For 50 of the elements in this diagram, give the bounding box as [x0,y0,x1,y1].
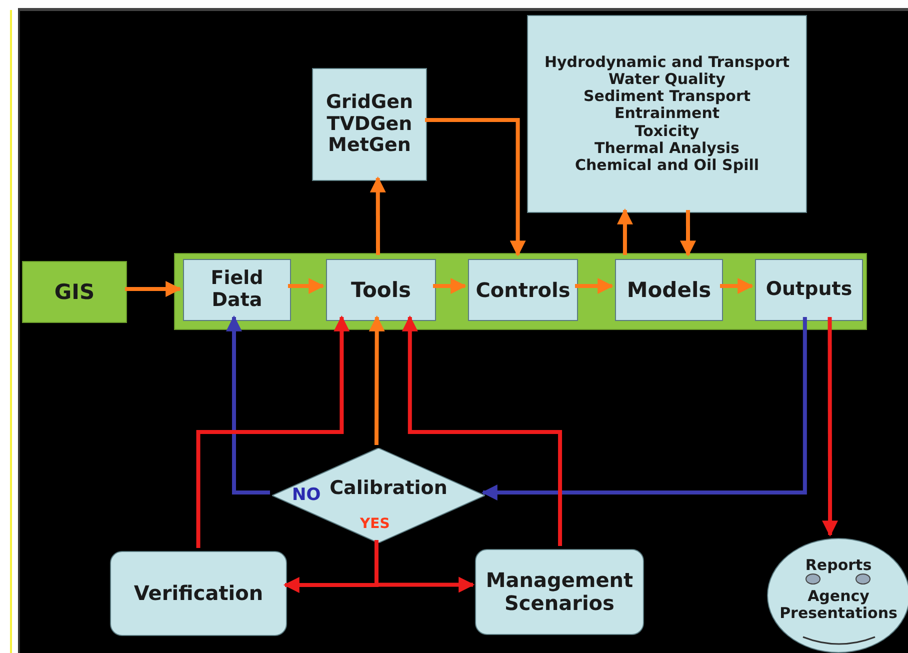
arrow [402,315,562,546]
arrow [720,278,754,294]
source-box [22,261,127,323]
process-box [475,549,644,635]
node-text: Reports [805,556,872,574]
arrow [822,317,838,537]
arrow [425,118,526,257]
decision-diamond [272,448,485,543]
arrow [575,278,614,294]
node-text: Agency Presentations [778,588,898,622]
node-text: Water Quality [608,70,726,88]
arrow [481,317,807,500]
process-box [326,259,436,321]
arrow [433,278,467,294]
decision-text: Calibration [330,478,448,500]
node-text: Controls [476,278,570,302]
arrow [616,208,633,255]
process-box [755,259,863,321]
node-text: Tools [350,278,412,302]
process-box [527,15,807,213]
decision-label: NO [292,486,321,506]
arrow [226,315,270,494]
process-box [312,68,427,181]
node-text: Sediment Transport [583,88,751,106]
node-text: Thermal Analysis [594,140,740,158]
process-box [110,551,287,636]
node-text: MetGen [328,135,411,158]
node-text: Models [626,278,712,302]
node-text: Entrainment [614,105,720,123]
node-text: Verification [134,582,264,605]
process-band [174,253,867,330]
node-text: Field Data [210,268,264,312]
arrow [288,278,325,294]
node-text: Chemical and Oil Spill [575,157,759,174]
process-box [468,259,578,321]
node-text: TVDGen [326,114,412,136]
decision-label: YES [360,516,390,532]
process-box [615,259,723,321]
node-text: Outputs [766,279,852,301]
arrow [368,315,385,445]
node-text: Toxicity [634,122,700,140]
node-text: Management Scenarios [484,569,634,615]
node-text: GridGen [326,92,414,114]
node-text: GIS [54,280,95,304]
arrow [680,210,696,257]
arrow [370,176,386,255]
node-text: Hydrodynamic and Transport [544,54,790,71]
arrow [125,280,182,297]
arrow [196,315,350,548]
process-box [183,259,291,321]
